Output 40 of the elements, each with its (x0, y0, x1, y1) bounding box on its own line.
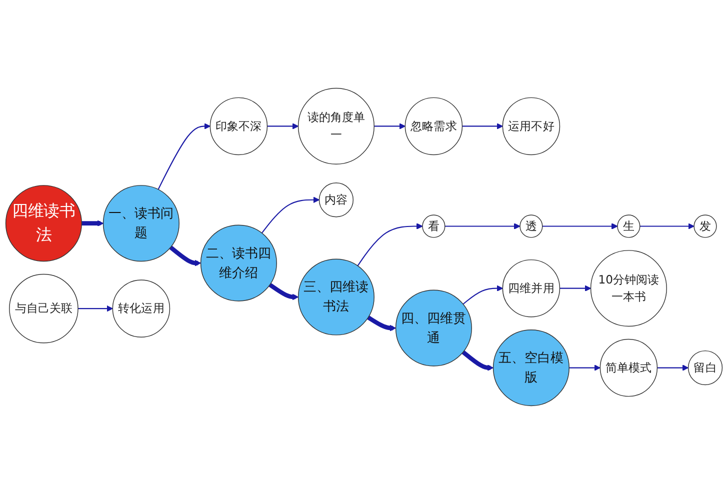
node-circle: 10分钟阅读一本书 (590, 250, 667, 327)
node-circle: 四维读书法 (5, 185, 82, 262)
node-circle: 留白 (688, 350, 723, 386)
node-circle: 看 (422, 214, 446, 238)
arrow (261, 196, 320, 234)
node-circle: 三、四维读书法 (298, 258, 374, 336)
node-circle: 印象不深 (210, 97, 268, 156)
arrow (560, 285, 592, 292)
node-circle: 生 (617, 214, 640, 238)
arrow (462, 285, 503, 305)
arrow (78, 305, 113, 312)
arrow (444, 223, 520, 230)
node-circle: 四维并用 (502, 259, 560, 318)
arrow (357, 223, 423, 266)
node-circle: 透 (520, 214, 543, 238)
arrow (657, 364, 689, 371)
arrow (367, 316, 396, 332)
node-circle: 读的角度单一 (298, 88, 374, 164)
node-circle: 忽略需求 (404, 97, 463, 156)
node-circle: 五、空白模版 (492, 330, 570, 406)
arrow (268, 282, 299, 300)
node-circle: 一、读书问题 (102, 185, 180, 262)
node-circle: 四、四维贯通 (395, 290, 472, 366)
arrow (374, 123, 406, 130)
arrow (542, 223, 618, 230)
node-circle: 与自己关联 (9, 274, 78, 344)
node-circle: 发 (694, 214, 717, 238)
arrow (569, 364, 600, 371)
arrow (158, 123, 210, 190)
arrow (462, 350, 494, 371)
node-circle: 二、读书四维介绍 (200, 224, 277, 302)
arrow (462, 123, 503, 130)
arrow (267, 123, 299, 130)
arrow (81, 220, 104, 227)
arrow (169, 246, 202, 266)
arrow (640, 223, 694, 230)
node-circle: 转化运用 (112, 280, 170, 338)
node-circle: 简单模式 (600, 338, 658, 397)
node-circle: 内容 (318, 182, 354, 218)
node-circle: 运用不好 (502, 97, 560, 156)
